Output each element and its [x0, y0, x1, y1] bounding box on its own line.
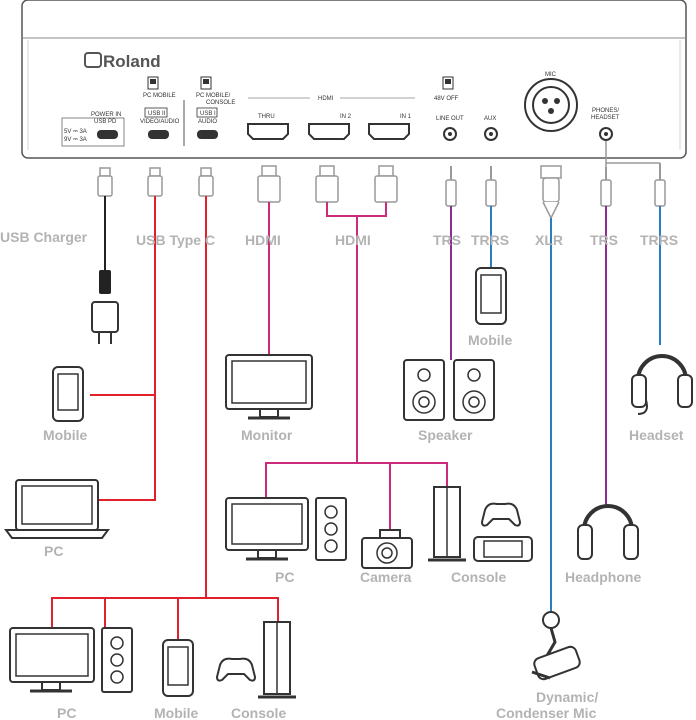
power-spec-1: 5V ⎓ 3A [64, 129, 87, 135]
usb2-port[interactable] [148, 130, 169, 139]
trrs-plug-phones [654, 163, 666, 207]
device-label-mobile-usb2: Mobile [43, 427, 88, 443]
hdmi-in2-label: IN 2 [340, 114, 352, 120]
pc-tower-icon [101, 627, 133, 693]
cable-label-xlr: XLR [535, 232, 563, 248]
hdmi-thru-port[interactable] [247, 123, 289, 140]
trs-plug-phones [600, 167, 612, 207]
monitor-icon [225, 354, 313, 420]
device-label-headset: Headset [629, 427, 684, 443]
device-label-camera: Camera [360, 569, 412, 585]
usb-charger-icon [91, 270, 119, 344]
line-out-label: LINE OUT [436, 116, 464, 122]
device-label-pc-usb2: PC [44, 543, 63, 559]
pc-monitor-icon [9, 627, 95, 693]
device-label-pc-hdmi: PC [275, 569, 294, 585]
usb1-sub: AUDIO [198, 119, 217, 125]
pc-tower-icon [315, 497, 347, 561]
device-label-mobile-aux: Mobile [468, 332, 513, 348]
usb1-port[interactable] [197, 130, 218, 139]
usb1-wire-branches [51, 597, 279, 640]
headset-icon [631, 354, 693, 415]
hdmi-plug-in2 [315, 165, 339, 203]
mobile-icon [52, 366, 84, 422]
usb2-sub: VIDEO/AUDIO [140, 119, 180, 125]
cable-label-usb-type-c: USB Type C [136, 232, 215, 248]
pc-monitor-icon [225, 497, 309, 561]
hdmi-in-wire [326, 202, 387, 463]
phones-label-1: PHONES/ [592, 108, 619, 114]
usb1-switch-label-2: CONSOLE [206, 100, 235, 106]
power-spec-2: 9V ⎓ 3A [64, 137, 87, 143]
trs-plug-line-out [445, 166, 457, 207]
usb2-name: USB II [148, 111, 166, 117]
usb-pd-label: USB PD [94, 119, 117, 125]
cable-label-hdmi-thru: HDMI [245, 232, 281, 248]
mobile-icon [475, 267, 507, 325]
usb1-name: USB I [200, 111, 216, 117]
mic-label: MIC [545, 72, 557, 78]
usb2-wire-pc [98, 196, 156, 501]
roland-logo: Roland [84, 52, 161, 71]
xlr-plug [540, 165, 562, 220]
usb1-switch-label: PC MOBILE/ [196, 93, 231, 99]
phantom-power-switch[interactable] [442, 76, 454, 90]
device-label-headphone: Headphone [565, 569, 641, 585]
hdmi-in1-label: IN 1 [400, 114, 412, 120]
hdmi-group-label: HDMI [318, 96, 334, 102]
phantom-label: 48V OFF [434, 96, 459, 102]
mobile-icon [162, 639, 194, 697]
usb1-mode-switch[interactable] [200, 76, 212, 90]
device-rear-panel: Roland POWER IN USB PD 5V ⎓ 3A 9V ⎓ 3A P… [21, 0, 687, 159]
aux-label: AUX [484, 116, 496, 122]
cable-label-usb-charger: USB Charger [0, 229, 88, 245]
power-in-label: POWER IN [91, 112, 121, 118]
usb-c-plug-usb2 [147, 167, 163, 197]
device-label-mic-1: Dynamic/ [536, 689, 598, 705]
device-label-mic-2: Condenser Mic [496, 705, 597, 720]
cable-label-trrs-aux: TRRS [471, 232, 509, 248]
usb-c-plug-power [97, 167, 113, 197]
console-icon [428, 486, 533, 562]
laptop-icon [4, 479, 110, 539]
device-label-monitor: Monitor [241, 427, 293, 443]
usb2-mode-switch[interactable] [147, 76, 159, 90]
cable-label-trrs-phones: TRRS [640, 232, 678, 248]
hdmi-in1-port[interactable] [368, 123, 410, 140]
device-label-console-usb1: Console [231, 705, 286, 720]
hdmi-in-branches [265, 462, 448, 530]
microphone-icon [531, 611, 581, 681]
camera-icon [361, 529, 413, 569]
hdmi-in2-port[interactable] [308, 123, 350, 140]
hdmi-plug-thru [257, 165, 281, 203]
speaker-icon [403, 359, 495, 421]
cable-label-trs-phones: TRS [590, 232, 618, 248]
usb-c-plug-usb1 [198, 167, 214, 197]
console-icon [215, 621, 296, 699]
hdmi-plug-in1 [374, 165, 398, 203]
hdmi-thru-label: THRU [258, 114, 275, 120]
device-label-mobile-usb1: Mobile [154, 705, 199, 720]
usb2-switch-label: PC MOBILE [143, 93, 176, 99]
brand-name: Roland [103, 52, 161, 71]
cable-label-hdmi-in: HDMI [335, 232, 371, 248]
power-usb-port[interactable] [97, 130, 118, 139]
device-label-speaker: Speaker [418, 427, 473, 443]
cable-label-trs-line: TRS [433, 232, 461, 248]
phones-label-2: HEADSET [591, 115, 620, 121]
trrs-plug-aux [485, 166, 497, 207]
device-label-pc-usb1: PC [57, 705, 76, 720]
device-label-console-hdmi: Console [451, 569, 506, 585]
headphone-icon [577, 504, 639, 560]
